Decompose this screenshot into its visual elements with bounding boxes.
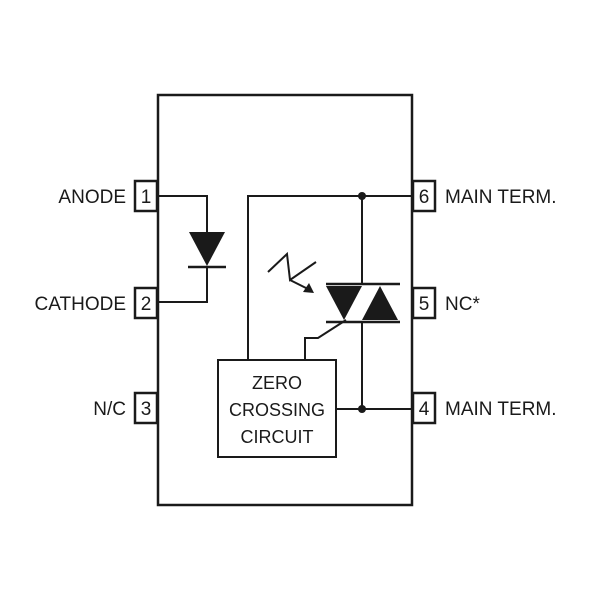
zero-crossing-line1: ZERO [252,373,302,393]
pin-2-label: CATHODE [35,294,126,315]
pin-2: 2 [133,286,159,320]
pin-1: 1 [133,179,159,213]
pin-5-label: NC* [445,294,480,315]
zero-crossing-circuit: ZERO CROSSING CIRCUIT [217,359,337,458]
light-arrow-icon [267,251,317,293]
pin-6-label: MAIN TERM. [445,187,557,208]
zero-crossing-line2: CROSSING [229,400,325,420]
led-diode-icon [188,232,226,269]
junction-top [358,192,366,200]
cathode-wire [158,266,208,303]
pin-5-number: 5 [419,294,430,315]
pin-6: 6 [411,179,437,213]
pin-3: 3 [133,391,159,425]
main-term-6-wire [247,195,412,360]
pin-1-label: ANODE [58,187,126,208]
junction-bottom [358,405,366,413]
anode-wire [158,195,208,232]
pin-3-label: N/C [93,399,126,420]
pin-6-number: 6 [419,187,430,208]
pin-1-number: 1 [141,187,152,208]
pin-4: 4 [411,391,437,425]
pin-5: 5 [411,286,437,320]
triac-icon [304,282,400,360]
pin-3-number: 3 [141,399,152,420]
pin-4-label: MAIN TERM. [445,399,557,420]
pin-2-number: 2 [141,294,152,315]
zero-crossing-line3: CIRCUIT [241,427,314,447]
pin-4-number: 4 [419,399,430,420]
